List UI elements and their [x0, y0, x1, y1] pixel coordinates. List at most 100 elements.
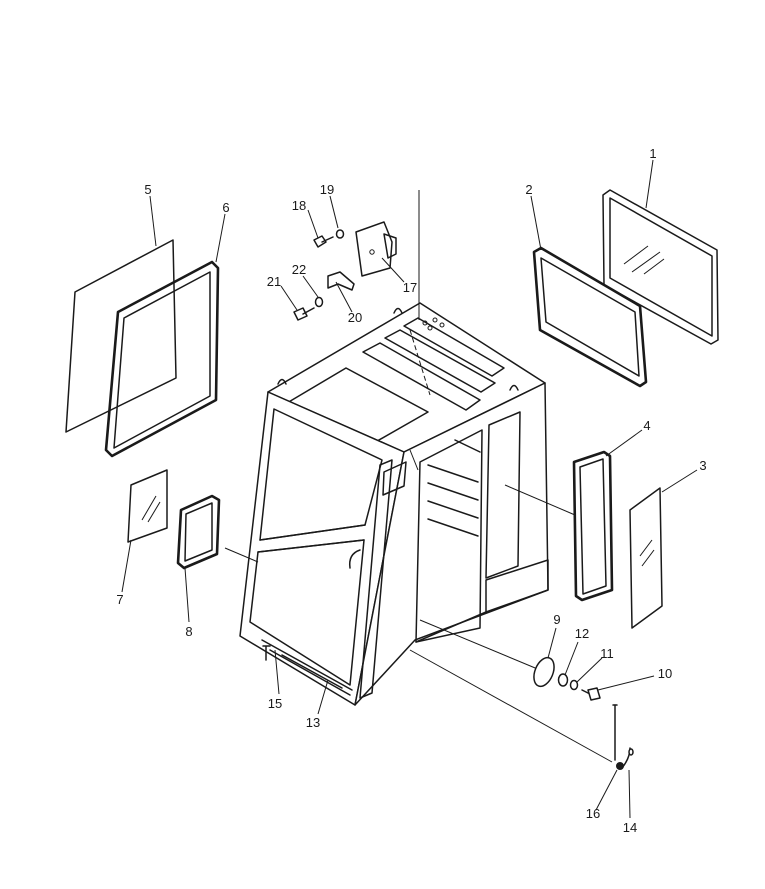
louver: [427, 482, 479, 501]
leader-12: [564, 641, 579, 676]
leader-17: [381, 257, 405, 283]
assembly-line: [224, 547, 259, 563]
lower-edge: [415, 611, 487, 643]
part-20-clip: [327, 271, 355, 291]
callout-10: 10: [658, 666, 672, 681]
side-rail: [259, 524, 366, 541]
seal-inner: [184, 502, 213, 562]
front-right-panel: [485, 411, 521, 579]
callout-7: 7: [116, 592, 123, 607]
leader-20: [335, 281, 353, 313]
leader-8: [184, 567, 190, 623]
part-17-bracket: [355, 221, 397, 277]
roof-slot: [362, 342, 481, 411]
callout-21: 21: [267, 274, 281, 289]
door-pillar: [359, 459, 393, 699]
front-glass-opening: [415, 429, 483, 643]
bracket-hole: [369, 249, 375, 255]
callout-22: 22: [292, 262, 306, 277]
leader-13: [317, 679, 329, 715]
bottom-sill: [269, 649, 351, 696]
bracket-tab: [383, 233, 397, 259]
leader-6: [215, 213, 226, 263]
glass-panel: [127, 469, 168, 543]
knob: [533, 656, 555, 688]
seal-outer: [104, 260, 220, 458]
callout-20: 20: [348, 310, 362, 325]
lower-front-panel: [485, 559, 549, 613]
washer: [569, 679, 579, 691]
glass-reflection: [641, 549, 655, 567]
washer: [314, 296, 324, 308]
louver: [454, 439, 481, 453]
louver: [427, 464, 479, 483]
part-16-nut: [616, 762, 624, 770]
leader-14: [628, 769, 631, 819]
part-22-washer: [314, 296, 324, 308]
strip: [281, 654, 343, 689]
assembly-line: [409, 449, 419, 471]
callout-15: 15: [268, 696, 282, 711]
part-11-washer: [569, 679, 579, 691]
leader-15: [274, 649, 280, 695]
glass-inner: [609, 197, 713, 337]
seal-inner: [540, 257, 640, 377]
washer: [335, 229, 345, 239]
part-10-bolt: [581, 687, 601, 701]
roof-slot: [384, 329, 496, 393]
part-12-washer: [557, 673, 569, 687]
bolt-head: [587, 687, 601, 701]
part-21-bolt: [293, 307, 315, 321]
part-5-glass: [65, 239, 177, 433]
seal-outer: [176, 494, 221, 570]
assembly-line: [409, 649, 613, 763]
stop-pin: [262, 645, 271, 661]
callout-leaders: [121, 159, 698, 819]
assembly-line: [409, 329, 431, 396]
callout-13: 13: [306, 715, 320, 730]
roof-hole: [439, 322, 445, 328]
bracket-plate: [355, 221, 393, 277]
part-1-glass: [602, 189, 719, 345]
assembly-lines: [224, 190, 613, 763]
part-7-glass: [127, 469, 168, 543]
part-3-glass: [629, 487, 663, 629]
assembly-line: [504, 484, 576, 516]
louver: [427, 500, 479, 519]
callout-1: 1: [649, 146, 656, 161]
leader-22: [302, 275, 319, 298]
callout-11: 11: [600, 646, 614, 661]
glass-panel: [65, 239, 177, 433]
assembly-line: [419, 619, 541, 671]
bottom-sill: [261, 639, 353, 691]
clip: [327, 271, 355, 291]
part-14-rod: [612, 704, 634, 769]
leader-10: [597, 675, 655, 691]
callout-19: 19: [320, 182, 334, 197]
leader-19: [329, 195, 339, 229]
side-small-panel: [382, 461, 407, 496]
part-18-bolt: [313, 235, 334, 248]
glass-reflection: [643, 258, 665, 275]
part-19-washer: [335, 229, 345, 239]
glass-reflection: [623, 245, 649, 265]
callout-18: 18: [292, 198, 306, 213]
leader-3: [661, 469, 698, 493]
door-handle: [348, 549, 361, 569]
leader-7: [121, 539, 132, 593]
washer: [557, 673, 569, 687]
callout-5: 5: [144, 182, 151, 197]
lifting-eye: [393, 307, 403, 314]
callout-6: 6: [222, 200, 229, 215]
cab-frame: [239, 302, 549, 706]
callout-3: 3: [699, 458, 706, 473]
part-6-seal: [104, 260, 220, 458]
leader-2: [530, 195, 542, 251]
part-8-seal: [176, 494, 221, 570]
seal-inner: [579, 458, 607, 595]
callout-4: 4: [643, 418, 650, 433]
glass-reflection: [639, 539, 653, 557]
bolt-head: [293, 307, 308, 321]
callout-16: 16: [586, 806, 600, 821]
